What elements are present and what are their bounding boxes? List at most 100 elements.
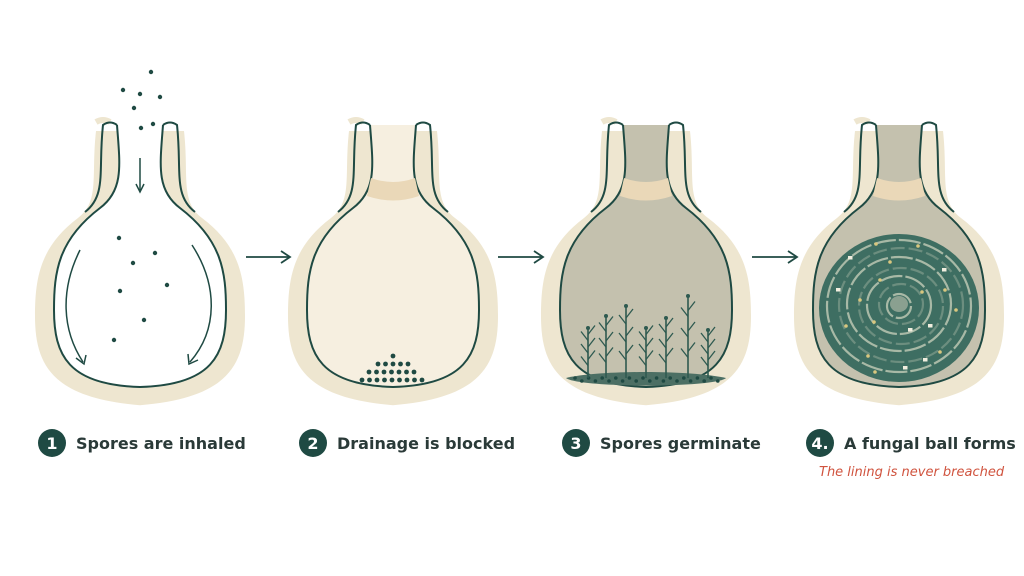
neck-rim: [600, 117, 618, 125]
debris-fleck: [923, 358, 928, 362]
hypha-branch: [700, 344, 709, 355]
debris-fleck: [903, 366, 908, 370]
germinating-spore: [688, 379, 693, 383]
settled-spore: [397, 377, 402, 383]
settled-spore: [359, 377, 365, 383]
step-arrowhead-3: [787, 250, 799, 264]
germinating-spore: [709, 376, 713, 380]
fungal-ball-layer: [865, 274, 933, 336]
hypha-branch: [707, 326, 716, 337]
hypha-branch: [625, 308, 634, 319]
cavity-interior: [560, 125, 732, 387]
swirl-arrowhead-right: [187, 353, 199, 366]
hypha-branch: [618, 350, 627, 361]
neck-outline-left: [843, 121, 877, 213]
spore-dot: [137, 91, 143, 97]
debris-fleck: [878, 278, 882, 282]
step-4-badge: 4.: [806, 429, 834, 457]
sinus-cavity-3: [541, 117, 751, 406]
debris-fleck: [844, 324, 848, 328]
hypha-branch: [605, 316, 614, 326]
swirl-arrow-left: [65, 249, 84, 363]
germinating-spore: [573, 376, 577, 380]
hypha-branch: [658, 353, 667, 364]
hypha-branch: [645, 350, 654, 360]
hypha-branch: [580, 343, 589, 354]
hypha-tip: [604, 314, 608, 318]
hypha-branch: [707, 338, 716, 349]
step-3-text: Spores germinate: [600, 433, 761, 453]
settled-spore: [419, 377, 425, 383]
step-2-badge: 2: [299, 429, 327, 457]
hypha-tip: [706, 328, 710, 332]
cavity-wall: [811, 124, 987, 389]
debris-fleck: [836, 288, 841, 292]
settled-spore: [374, 377, 380, 383]
hypha-tip: [644, 326, 648, 330]
debris-fleck: [943, 288, 947, 292]
step-arrowhead-2: [533, 250, 545, 264]
spore-dot: [150, 121, 156, 127]
settled-spore: [381, 369, 387, 375]
hypha-branch: [638, 331, 647, 341]
step-1-badge: 1: [38, 429, 66, 457]
hypha-tip: [586, 326, 590, 330]
hypha-branch: [587, 325, 596, 335]
settled-spore: [404, 377, 410, 383]
germinating-spore: [682, 376, 686, 380]
step-1-text: Spores are inhaled: [76, 433, 246, 453]
debris-fleck: [888, 260, 892, 264]
hypha-branch: [605, 331, 614, 342]
step-1-label: 1 Spores are inhaled: [38, 428, 246, 458]
germinating-spore: [675, 379, 679, 383]
neck-outline-right: [921, 121, 955, 213]
hypha-branch: [700, 356, 709, 367]
hypha-branch: [580, 356, 589, 366]
settled-spore: [366, 369, 372, 375]
hypha-branch: [665, 347, 674, 358]
debris-fleck: [848, 256, 853, 260]
hypha-branch: [645, 325, 654, 335]
step-arrowhead-1: [280, 250, 292, 264]
germinating-spore: [627, 376, 632, 380]
neck-rim: [853, 117, 871, 125]
hypha-branch: [687, 342, 696, 352]
hypha-branch: [665, 317, 674, 328]
neck-outline-right: [162, 121, 196, 213]
debris-fleck: [928, 324, 933, 328]
hypha-branch: [658, 338, 667, 349]
hypha-branch: [645, 337, 654, 348]
spore-dot: [117, 288, 123, 294]
settled-spore: [390, 353, 396, 359]
germinating-spore: [634, 379, 638, 383]
step-3-badge: 3: [562, 429, 590, 457]
germinating-spore: [620, 379, 625, 383]
hypha-branch: [658, 323, 667, 334]
neck-outline-right: [415, 121, 449, 213]
settled-spore: [375, 361, 381, 367]
fungal-ball-core: [890, 296, 908, 312]
settled-spore: [405, 361, 411, 367]
hypha-tip: [624, 304, 628, 308]
debris-fleck: [942, 268, 947, 272]
hypha-branch: [580, 331, 589, 341]
hypha-branch: [605, 347, 614, 357]
germinating-spore: [593, 379, 598, 383]
hypha-branch: [618, 332, 627, 343]
cavity-wall: [305, 124, 481, 389]
cavity-interior: [307, 125, 479, 387]
fungal-ball-layer: [825, 238, 973, 374]
hypha-branch: [665, 332, 674, 343]
germinating-spore: [580, 379, 584, 383]
fungal-ball-layer: [877, 282, 925, 326]
hypha-branch: [680, 327, 689, 338]
germinating-spore: [695, 376, 700, 380]
swirl-arrowhead-left: [75, 354, 87, 366]
debris-fleck: [916, 244, 920, 248]
germinating-spore: [661, 379, 666, 383]
debris-fleck: [920, 290, 924, 294]
settled-spore: [404, 369, 409, 375]
hypha-branch: [618, 314, 627, 325]
germinating-spore: [614, 376, 618, 380]
